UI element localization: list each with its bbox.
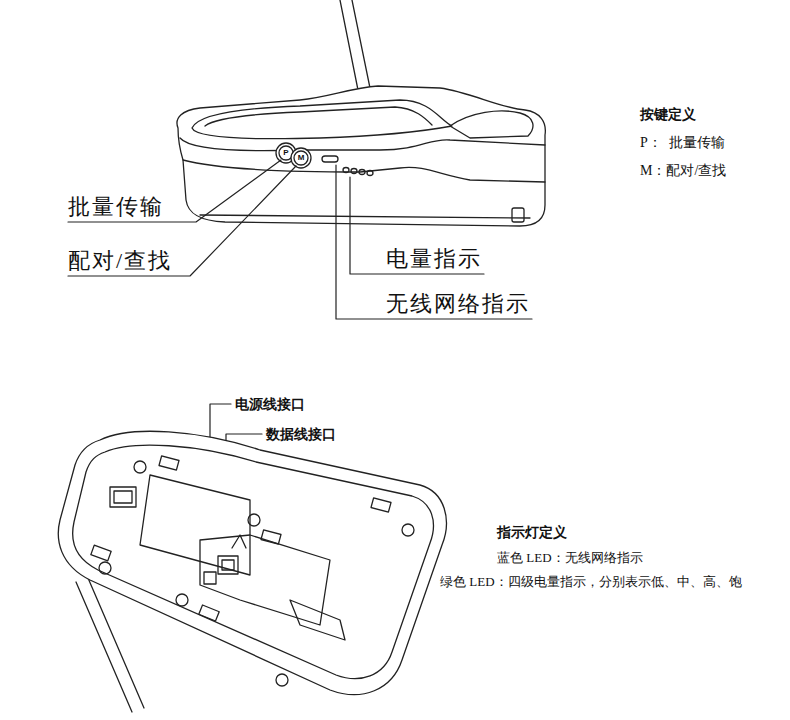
callout-label: 批量传输 (68, 194, 164, 220)
screw-hole (99, 461, 414, 686)
port-label: 数据线接口 (266, 426, 336, 443)
rubber-foot (91, 456, 391, 621)
scanner-cavity (192, 100, 452, 139)
rubber-foot (159, 456, 179, 470)
rubber-foot (371, 498, 391, 512)
cable-channel (232, 535, 246, 548)
leader-line (350, 177, 484, 274)
button (291, 148, 311, 168)
note-line: 绿色 LED：四级电量指示，分别表示低、中、高、饱 (440, 574, 786, 590)
cradle-top-view (177, 0, 545, 226)
battery-area (140, 475, 250, 575)
power-led (343, 168, 349, 173)
cradle-edge (180, 138, 545, 151)
screw-hole (402, 524, 414, 536)
screw-hole (134, 461, 146, 473)
cradle-edge (183, 160, 545, 182)
leader-line (68, 160, 281, 222)
note-heading: 按键定义 (640, 106, 696, 123)
button-letter: P (283, 149, 288, 157)
screw-hole (276, 674, 288, 686)
screw-hole (176, 594, 188, 606)
leader-line (68, 166, 296, 276)
cable-channel (290, 600, 345, 640)
power-led (351, 169, 357, 174)
cradle-bottom-view (58, 431, 446, 712)
side-connector (512, 208, 524, 222)
screw-hole (99, 562, 111, 574)
button (294, 151, 308, 165)
wireless-led (322, 156, 338, 162)
bottom-inner (73, 445, 434, 678)
rubber-foot (199, 605, 219, 621)
note-line: M：配对/查找 (640, 163, 726, 180)
bottom-outline (58, 431, 446, 694)
callout-label: 无线网络指示 (386, 291, 530, 317)
power-port (204, 572, 216, 584)
data-port (218, 556, 238, 574)
port-label: 电源线接口 (235, 396, 305, 413)
cradle-body (177, 86, 545, 226)
screw-hole (248, 514, 260, 526)
cavity-inner (205, 107, 432, 126)
data-port (222, 560, 234, 570)
cradle-edge (200, 215, 530, 218)
antenna (340, 0, 370, 90)
callout-label: 电量指示 (386, 246, 482, 272)
note-line: 蓝色 LED：无线网络指示 (497, 550, 643, 566)
port-bay (200, 535, 330, 625)
cradle-end (450, 111, 533, 138)
button-letter: M (298, 154, 305, 162)
note-line: P： 批量传输 (640, 135, 725, 152)
callout-label: 配对/查找 (68, 248, 172, 274)
power-led (367, 171, 373, 176)
leader-line (336, 165, 532, 319)
note-heading: 指示灯定义 (497, 524, 567, 541)
power-led (359, 170, 365, 175)
rubber-foot (91, 545, 111, 561)
label-recess (110, 487, 136, 507)
label-recess (114, 491, 132, 503)
